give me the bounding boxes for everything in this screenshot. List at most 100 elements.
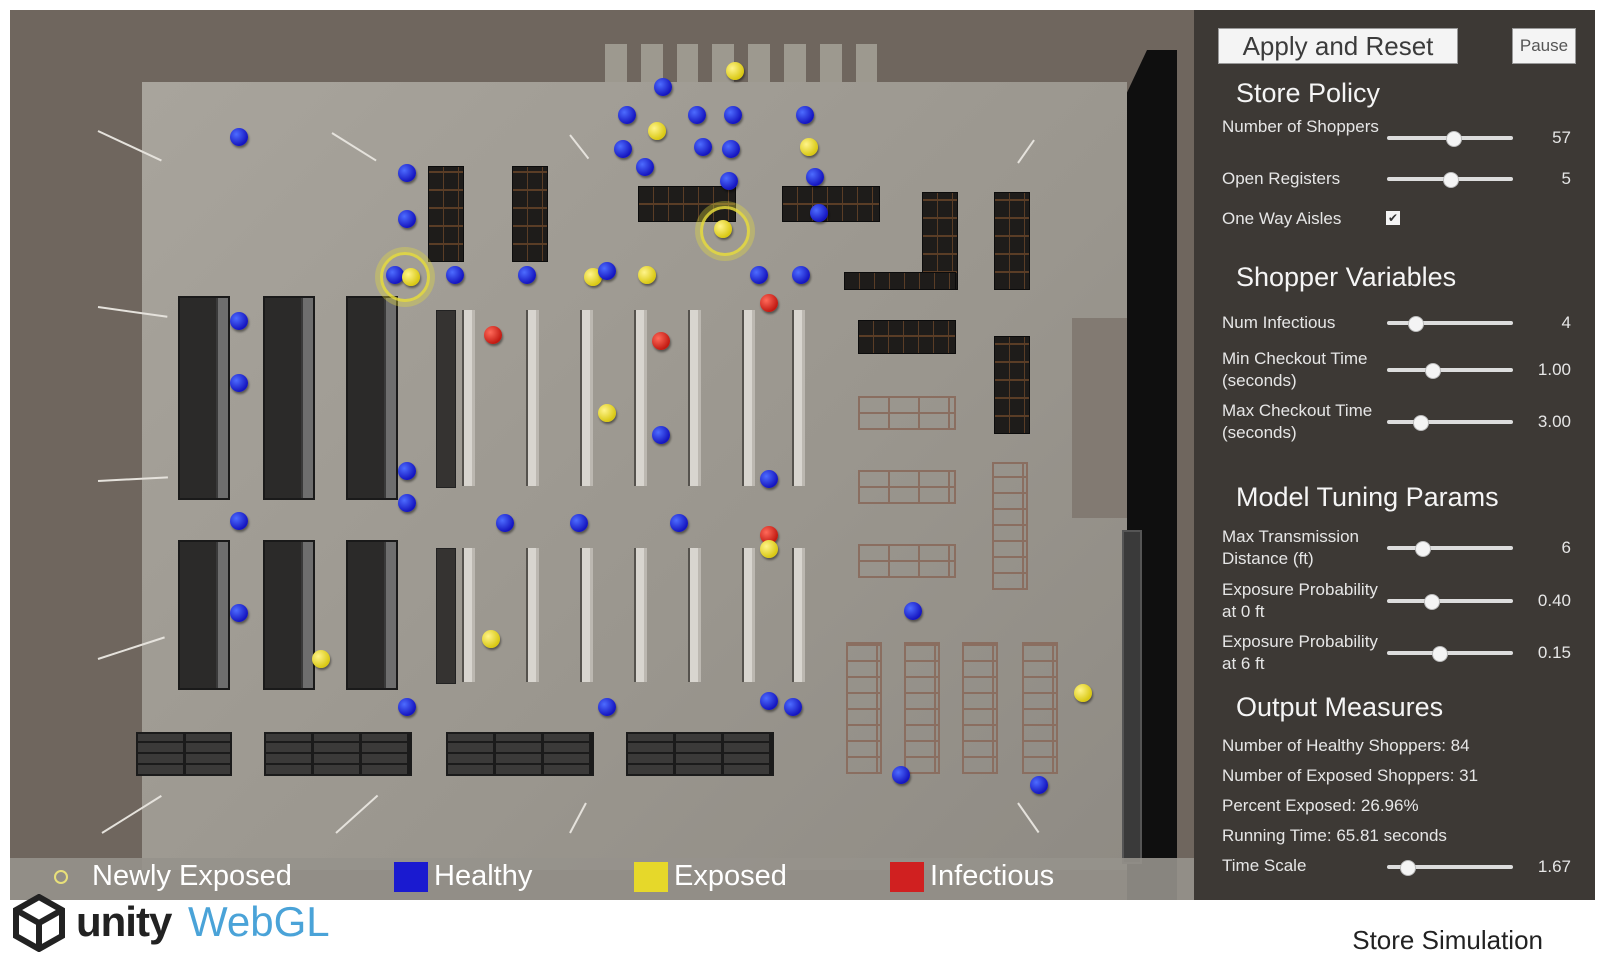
shopper-healthy	[618, 106, 636, 124]
slider-thumb[interactable]	[1412, 415, 1429, 431]
newly-exposed-ring	[380, 252, 430, 302]
shopper-healthy	[784, 698, 802, 716]
section-title-store-policy: Store Policy	[1236, 78, 1381, 108]
time-scale-slider[interactable]	[1387, 860, 1513, 876]
legend-newly-exposed: Newly Exposed	[54, 860, 292, 893]
shopper-infectious	[652, 332, 670, 350]
legend-label: Newly Exposed	[92, 860, 292, 892]
exposed-swatch	[634, 861, 668, 892]
num-infectious-label: Num Infectious	[1222, 313, 1336, 332]
pause-button[interactable]: Pause	[1512, 28, 1576, 64]
section-title-output-measures: Output Measures	[1236, 692, 1444, 722]
store-viewport[interactable]: Newly Exposed Healthy Exposed Infectious	[10, 10, 1194, 900]
shopper-exposed	[648, 122, 666, 140]
min-checkout-slider[interactable]	[1387, 363, 1513, 379]
shelf-tall	[346, 296, 398, 500]
exposure-prob-6-value: 0.15	[1537, 643, 1571, 662]
exposure-prob-0-value: 0.40	[1537, 591, 1571, 610]
slider-thumb[interactable]	[1415, 541, 1432, 557]
shopper-exposed	[726, 62, 744, 80]
aisle-shelf	[526, 310, 536, 486]
newly-exposed-ring	[700, 206, 750, 256]
shoppers-label: Number of Shoppers	[1222, 117, 1379, 136]
shopper-healthy	[518, 266, 536, 284]
shopper-healthy	[446, 266, 464, 284]
shopper-exposed	[1074, 684, 1092, 702]
shelf-tall	[346, 540, 398, 690]
app-title: Store Simulation	[1352, 925, 1543, 955]
shelf-unit	[428, 166, 464, 262]
shopper-healthy	[230, 512, 248, 530]
exposure-prob-6-slider[interactable]	[1387, 646, 1513, 662]
aisle-shelf	[742, 310, 752, 486]
display-rack	[1022, 642, 1058, 774]
slider-thumb[interactable]	[1407, 316, 1424, 332]
entrance-notch	[627, 44, 641, 84]
transmission-distance-value: 6	[1561, 538, 1571, 557]
legend-label: Healthy	[434, 860, 533, 892]
shopper-healthy	[598, 698, 616, 716]
display-rack	[858, 470, 956, 504]
slider-thumb[interactable]	[1425, 363, 1442, 379]
shopper-healthy	[720, 172, 738, 190]
slider-thumb[interactable]	[1445, 131, 1462, 147]
shopper-exposed	[800, 138, 818, 156]
shelf-tall	[263, 296, 315, 500]
shopper-healthy	[496, 514, 514, 532]
checkout-register	[136, 732, 232, 776]
slider-thumb[interactable]	[1431, 646, 1448, 662]
transmission-distance-label: Max Transmission Distance (ft)	[1222, 527, 1359, 568]
shoppers-slider[interactable]	[1387, 131, 1513, 147]
shopper-healthy	[722, 140, 740, 158]
exposure-prob-0-label: Exposure Probability at 0 ft	[1222, 580, 1378, 621]
control-panel: Apply and Reset Pause Store Policy Numbe…	[1194, 10, 1595, 900]
max-checkout-slider[interactable]	[1387, 415, 1513, 431]
aisle-shelf	[688, 310, 698, 486]
shopper-healthy	[724, 106, 742, 124]
side-room	[1072, 318, 1128, 518]
aisle-shelf	[462, 548, 472, 682]
display-rack	[858, 396, 956, 430]
aisle-shelf	[436, 548, 456, 684]
apply-and-reset-button[interactable]: Apply and Reset	[1218, 28, 1458, 64]
slider-thumb[interactable]	[1424, 594, 1441, 610]
shopper-healthy	[806, 168, 824, 186]
entrance-notch	[663, 44, 677, 84]
shelf-unit	[994, 336, 1030, 434]
registers-slider[interactable]	[1387, 172, 1513, 188]
display-rack	[992, 462, 1028, 590]
shopper-healthy	[398, 698, 416, 716]
percent-exposed: Percent Exposed: 26.96%	[1222, 796, 1419, 815]
running-time: Running Time: 65.81 seconds	[1222, 826, 1447, 845]
healthy-swatch	[394, 861, 428, 892]
checkout-register	[626, 732, 774, 776]
shopper-exposed	[482, 630, 500, 648]
num-infectious-slider[interactable]	[1387, 316, 1513, 332]
transmission-distance-slider[interactable]	[1387, 541, 1513, 557]
shopper-healthy	[230, 128, 248, 146]
unity-wordmark: unity	[76, 898, 172, 945]
shopper-healthy	[652, 426, 670, 444]
newly-exposed-swatch	[54, 869, 68, 884]
aisle-shelf	[580, 548, 590, 682]
shopper-healthy	[792, 266, 810, 284]
aisle-shelf	[526, 548, 536, 682]
slider-thumb[interactable]	[1443, 172, 1459, 188]
section-title-shopper-variables: Shopper Variables	[1236, 262, 1457, 292]
shopper-healthy	[398, 494, 416, 512]
shopper-infectious	[760, 294, 778, 312]
one-way-aisles-label: One Way Aisles	[1222, 209, 1342, 228]
shopper-healthy	[654, 78, 672, 96]
healthy-count: Number of Healthy Shoppers: 84	[1222, 736, 1470, 755]
entrance-notch	[806, 44, 820, 84]
shopper-healthy	[810, 204, 828, 222]
exposure-prob-0-slider[interactable]	[1387, 594, 1513, 610]
legend-healthy: Healthy	[394, 860, 532, 893]
time-scale-label: Time Scale	[1222, 856, 1307, 875]
shelf-unit	[844, 272, 956, 290]
one-way-aisles-checkbox[interactable]: ✔	[1386, 211, 1400, 225]
shopper-healthy	[796, 106, 814, 124]
shopper-healthy	[230, 604, 248, 622]
slider-thumb[interactable]	[1400, 860, 1417, 876]
simulation-frame: Newly Exposed Healthy Exposed Infectious…	[10, 10, 1595, 900]
